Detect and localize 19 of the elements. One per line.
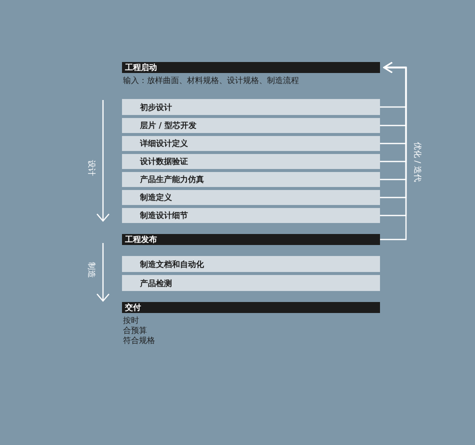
phase-label: 制造: [86, 262, 96, 278]
phase-bar: 交付: [122, 302, 380, 313]
phase-bar: 工程发布: [122, 234, 380, 245]
loop-label: 优化 / 迭代: [412, 142, 422, 182]
note-text: 按时: [123, 316, 139, 326]
step-box: 详细设计定义: [122, 136, 380, 151]
phase-bar: 工程启动: [122, 62, 380, 73]
note-text: 输入：放样曲面、材料规格、设计规格、制造流程: [123, 76, 299, 86]
step-box: 层片 / 型芯开发: [122, 118, 380, 133]
step-box: 制造设计细节: [122, 208, 380, 223]
note-text: 合预算: [123, 326, 147, 336]
step-box: 产品生产能力仿真: [122, 172, 380, 187]
step-box: 初步设计: [122, 99, 380, 115]
phase-label: 设计: [86, 160, 96, 176]
step-box: 产品检测: [122, 275, 380, 291]
step-box: 制造文档和自动化: [122, 256, 380, 272]
step-box: 制造定义: [122, 190, 380, 205]
step-box: 设计数据验证: [122, 154, 380, 169]
note-text: 符合规格: [123, 336, 155, 346]
